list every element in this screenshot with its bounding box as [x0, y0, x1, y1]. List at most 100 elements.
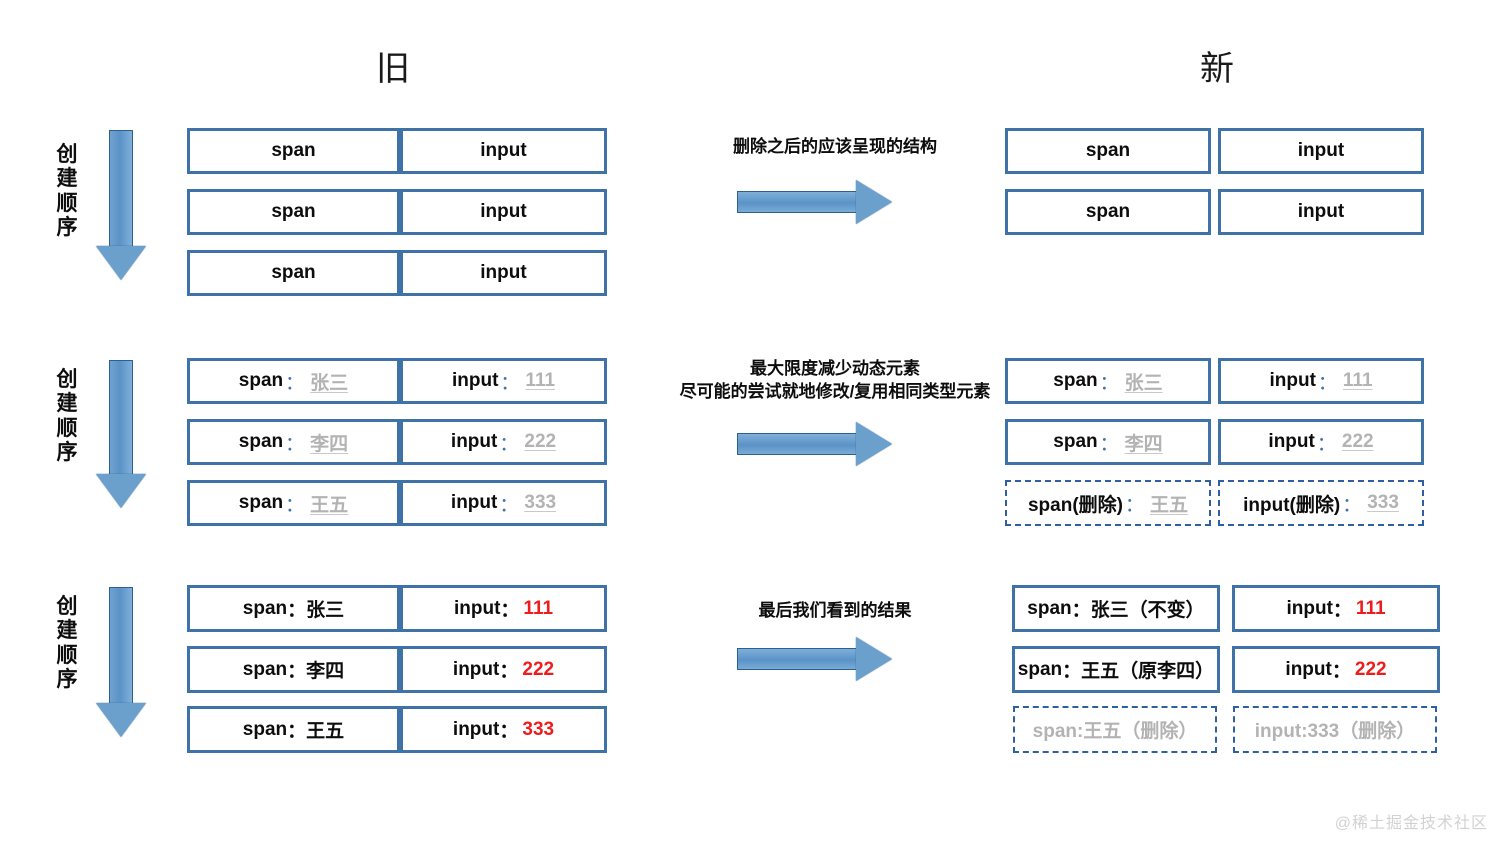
- element-tag-label: input: [452, 658, 500, 680]
- element-value: 张三: [1124, 372, 1163, 394]
- element-tag-label: input:333（删除）: [1254, 721, 1416, 742]
- order-label-char: 序: [56, 216, 78, 240]
- annotation-line: 最大限度减少动态元素: [750, 359, 920, 378]
- arrow-right-icon: [737, 180, 892, 224]
- new-input-box: input：111: [1218, 358, 1424, 404]
- element-tag-label: input: [451, 370, 499, 391]
- colon-separator: ：: [285, 494, 305, 516]
- old-span-box: span：张三: [187, 358, 400, 404]
- arrow-head: [96, 474, 146, 508]
- column-header-old: 旧: [376, 50, 410, 88]
- element-tag-label: span: [1053, 431, 1098, 452]
- arrow-right-icon: [737, 637, 892, 681]
- element-value: 222: [522, 658, 555, 680]
- colon-separator: ：: [1099, 372, 1119, 394]
- old-span-box: span: [187, 189, 400, 235]
- colon-separator: ：: [1332, 600, 1352, 621]
- element-value: 张三: [310, 372, 349, 394]
- element-value: 张三: [306, 600, 345, 621]
- element-tag-label: input: [450, 492, 498, 513]
- old-span-box: span：王五: [187, 706, 400, 753]
- element-value: 王五: [306, 721, 345, 742]
- creation-order-label: 创建顺序: [52, 143, 82, 240]
- new-span-box: span：张三（不变）: [1012, 585, 1220, 632]
- transition-annotation: 最大限度减少动态元素尽可能的尝试就地修改/复用相同类型元素: [625, 358, 1045, 404]
- old-span-box: span: [187, 128, 400, 174]
- element-value: 111: [523, 597, 554, 619]
- element-value: 王五（原李四）: [1081, 661, 1215, 682]
- colon-separator: ：: [1331, 661, 1351, 682]
- element-tag-label: input: [1297, 140, 1345, 161]
- element-tag-label: span: [1017, 658, 1063, 680]
- element-value: 222: [524, 431, 557, 452]
- element-value: 222: [1354, 658, 1387, 680]
- colon-separator: ：: [1317, 372, 1337, 394]
- element-value: 222: [1341, 431, 1374, 452]
- arrow-head: [856, 180, 892, 224]
- element-value: 111: [1355, 597, 1386, 619]
- old-input-box: input: [400, 128, 607, 174]
- annotation-line: 最后我们看到的结果: [758, 601, 912, 620]
- new-input-box: input: [1218, 189, 1424, 235]
- old-span-box: span：李四: [187, 419, 400, 465]
- element-tag-label: span: [1085, 140, 1131, 161]
- element-value: 李四: [310, 433, 349, 455]
- arrow-shaft: [109, 360, 133, 474]
- element-value: 333: [524, 492, 557, 513]
- element-value: 张三（不变）: [1090, 600, 1205, 621]
- colon-separator: ：: [287, 600, 307, 621]
- colon-separator: ：: [287, 661, 307, 682]
- colon-separator: ：: [1071, 600, 1091, 621]
- element-tag-label: input: [1286, 597, 1333, 619]
- arrow-right-icon: [737, 422, 892, 466]
- element-tag-label: input: [1297, 201, 1345, 222]
- colon-separator: ：: [1342, 494, 1362, 516]
- element-tag-label: input: [1268, 431, 1315, 452]
- column-header-new: 新: [1200, 50, 1234, 88]
- element-tag-label: span: [1085, 201, 1131, 222]
- colon-separator: ：: [285, 433, 305, 455]
- element-value: 王五: [310, 494, 349, 516]
- order-label-char: 建: [56, 167, 78, 191]
- colon-separator: ：: [499, 494, 519, 516]
- new-span-box: span: [1005, 189, 1211, 235]
- old-span-box: span：李四: [187, 646, 400, 693]
- element-tag-label: span: [238, 370, 284, 391]
- arrow-shaft: [737, 648, 856, 670]
- new-input-box: input:333（删除）: [1233, 706, 1437, 753]
- creation-order-label: 创建顺序: [52, 368, 82, 465]
- old-input-box: input：222: [400, 419, 607, 465]
- element-tag-label: span: [238, 431, 284, 452]
- element-value: 111: [525, 370, 556, 391]
- arrow-down-icon: [96, 130, 146, 280]
- arrow-shaft: [109, 130, 133, 246]
- new-input-box: input：111: [1232, 585, 1440, 632]
- element-tag-label: span: [1053, 370, 1098, 391]
- element-tag-label: input: [480, 262, 527, 283]
- old-span-box: span：王五: [187, 480, 400, 526]
- colon-separator: ：: [287, 721, 307, 742]
- colon-separator: ：: [285, 372, 305, 394]
- element-value: 333: [1367, 492, 1399, 513]
- transition-annotation: 删除之后的应该呈现的结构: [625, 136, 1045, 159]
- old-span-box: span: [187, 250, 400, 296]
- element-value: 王五: [1150, 494, 1189, 516]
- element-tag-label: span: [242, 718, 288, 740]
- arrow-down-icon: [96, 360, 146, 508]
- order-label-char: 序: [56, 668, 78, 692]
- new-span-box: span:王五（删除）: [1013, 706, 1217, 753]
- element-tag-label: span: [271, 140, 316, 161]
- element-tag-label: span: [1027, 597, 1072, 619]
- element-value: 111: [1342, 370, 1373, 391]
- colon-separator: ：: [1124, 494, 1144, 516]
- old-input-box: input: [400, 189, 607, 235]
- element-tag-label: input: [1269, 370, 1316, 391]
- new-input-box: input：222: [1218, 419, 1424, 465]
- order-label-char: 创: [56, 368, 78, 391]
- new-span-box: span: [1005, 128, 1211, 174]
- order-label-char: 创: [56, 143, 78, 166]
- old-input-box: input：333: [400, 706, 607, 753]
